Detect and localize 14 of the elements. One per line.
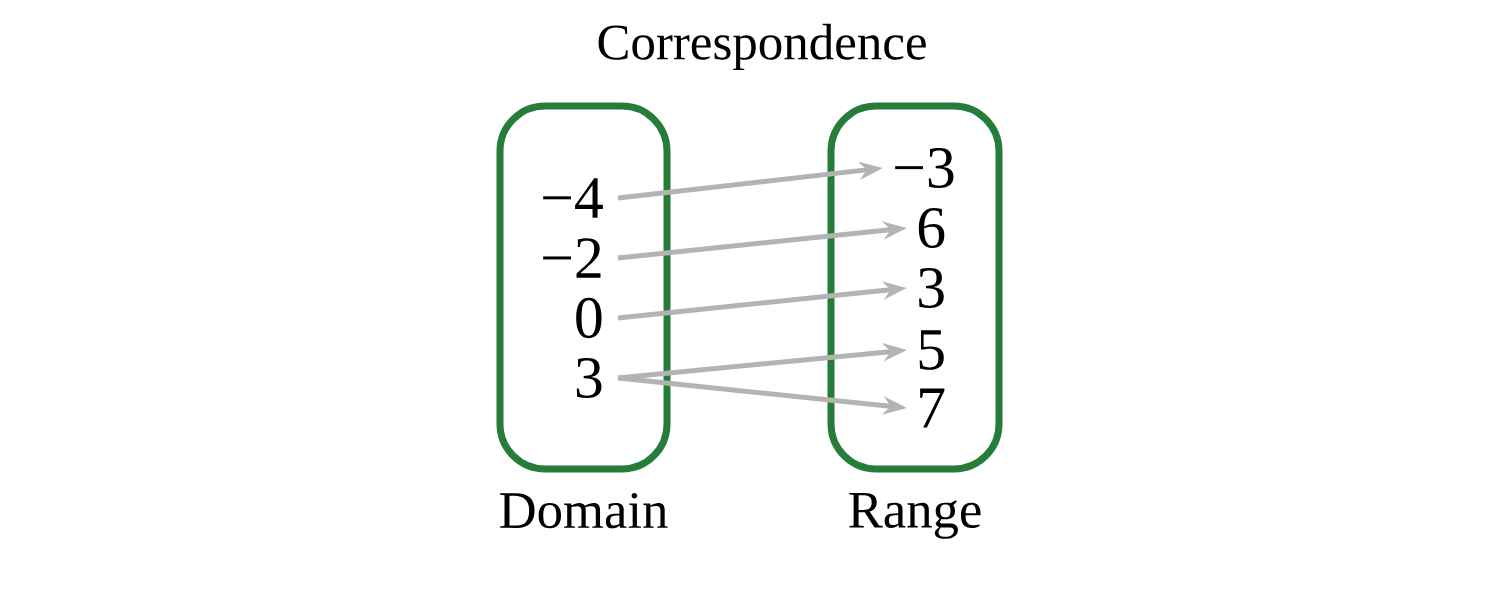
set-element: −3 bbox=[895, 147, 954, 189]
set-element: 5 bbox=[919, 330, 944, 370]
set-element: −2 bbox=[543, 238, 601, 278]
set-box bbox=[827, 102, 1003, 539]
set-label: Range bbox=[849, 492, 981, 539]
set-element: 3 bbox=[576, 357, 602, 399]
set-element: 0 bbox=[576, 297, 602, 339]
set-label: Domain bbox=[500, 492, 668, 529]
set-box bbox=[496, 102, 671, 529]
set-element: 3 bbox=[919, 267, 944, 309]
set-element: −4 bbox=[543, 178, 603, 218]
set-element: 7 bbox=[920, 388, 945, 428]
title: Correspondence bbox=[598, 23, 926, 71]
set-element: 6 bbox=[918, 207, 945, 249]
